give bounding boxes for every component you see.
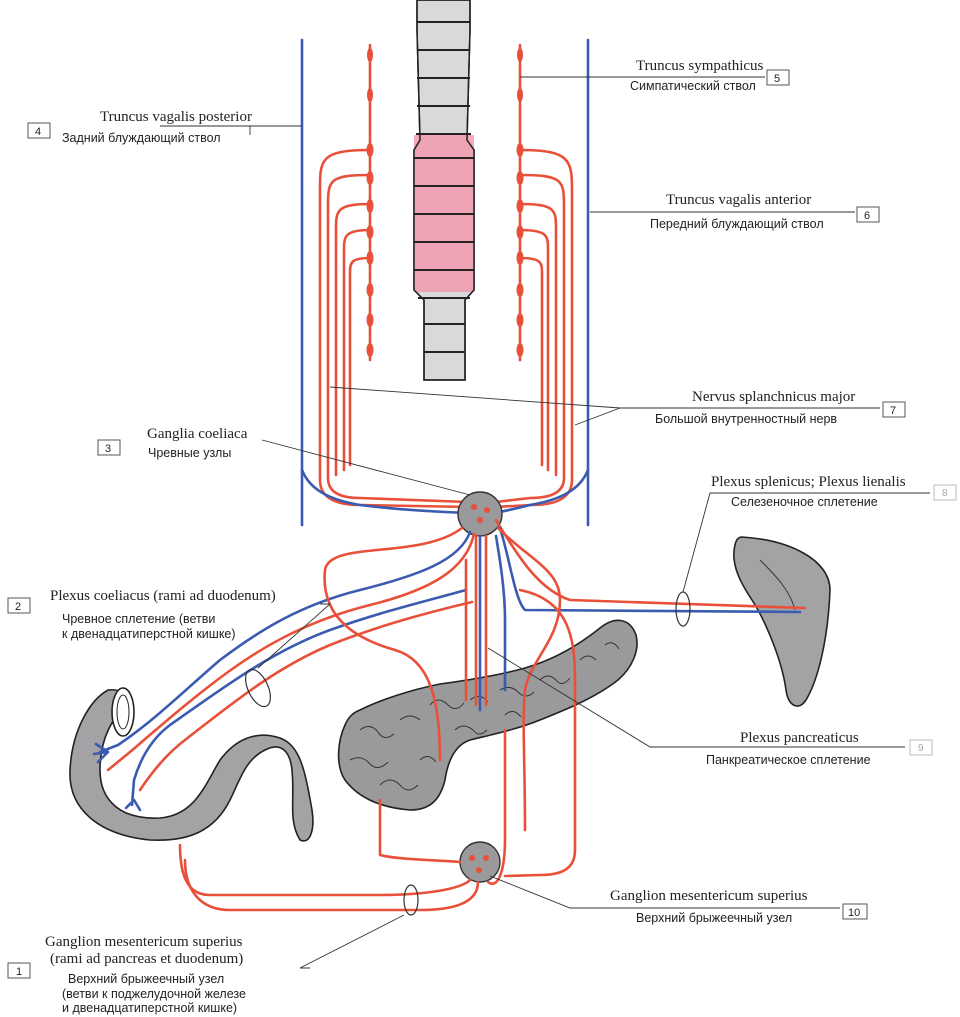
svg-text:Ganglia coeliaca: Ganglia coeliaca [147, 426, 248, 442]
svg-text:Селезеночное сплетение: Селезеночное сплетение [731, 495, 878, 509]
svg-text:Чревные узлы: Чревные узлы [148, 446, 231, 460]
svg-text:Truncus vagalis posterior: Truncus vagalis posterior [100, 109, 252, 125]
label-5: Truncus sympathicus Симпатический ствол … [630, 58, 789, 93]
spleen [734, 537, 830, 706]
svg-text:и двенадцатиперстной кишке): и двенадцатиперстной кишке) [62, 1001, 237, 1015]
svg-text:(rami ad pancreas et duodenum): (rami ad pancreas et duodenum) [50, 951, 243, 967]
svg-text:9: 9 [918, 743, 924, 754]
vertebral-column [414, 0, 474, 380]
label-2: 2 Plexus coeliacus (rami ad duodenum) Чр… [8, 588, 276, 641]
label-1: Ganglion mesentericum superius (rami ad … [8, 934, 246, 1015]
label-3: 3 Ganglia coeliaca Чревные узлы [98, 426, 248, 460]
svg-text:Plexus pancreaticus: Plexus pancreaticus [740, 730, 859, 746]
label-7: Nervus splanchnicus major Большой внутре… [655, 389, 905, 426]
duodenum [70, 690, 313, 841]
svg-text:Чревное сплетение (ветви: Чревное сплетение (ветви [62, 612, 215, 626]
svg-text:10: 10 [848, 907, 860, 919]
label-9: Plexus pancreaticus Панкреатическое спле… [706, 730, 932, 767]
svg-text:Ganglion mesentericum superius: Ganglion mesentericum superius [610, 888, 808, 904]
svg-text:Nervus splanchnicus major: Nervus splanchnicus major [692, 389, 855, 405]
label-8: Plexus splenicus; Plexus lienalis Селезе… [711, 474, 956, 509]
pancreas [339, 620, 637, 810]
label-10: Ganglion mesentericum superius Верхний б… [610, 888, 867, 925]
svg-text:4: 4 [35, 126, 41, 138]
svg-text:Truncus vagalis anterior: Truncus vagalis anterior [666, 192, 811, 208]
bundle-ring-spleen [676, 592, 690, 626]
svg-text:6: 6 [864, 210, 870, 222]
svg-text:1: 1 [16, 966, 22, 978]
svg-text:Верхний брыжеечный узел: Верхний брыжеечный узел [636, 911, 792, 925]
svg-text:Передний блуждающий ствол: Передний блуждающий ствол [650, 217, 824, 231]
svg-text:7: 7 [890, 405, 896, 417]
svg-text:Задний блуждающий ствол: Задний блуждающий ствол [62, 131, 221, 145]
leader-lines [160, 77, 930, 968]
svg-text:8: 8 [942, 488, 948, 499]
svg-text:2: 2 [15, 601, 21, 613]
svg-text:Ganglion mesentericum superius: Ganglion mesentericum superius [45, 934, 243, 950]
superior-mesenteric-ganglion [460, 842, 500, 882]
svg-text:Plexus coeliacus (rami ad duod: Plexus coeliacus (rami ad duodenum) [50, 588, 276, 604]
svg-text:Plexus splenicus; Plexus liena: Plexus splenicus; Plexus lienalis [711, 474, 906, 490]
svg-text:5: 5 [774, 73, 780, 85]
svg-text:Панкреатическое сплетение: Панкреатическое сплетение [706, 753, 871, 767]
svg-text:Большой внутренностный нерв: Большой внутренностный нерв [655, 412, 837, 426]
svg-text:Симпатический ствол: Симпатический ствол [630, 79, 756, 93]
label-4: 4 Truncus vagalis posterior Задний блужд… [28, 109, 252, 145]
svg-text:к двенадцатиперстной кишке): к двенадцатиперстной кишке) [62, 627, 236, 641]
svg-text:3: 3 [105, 443, 111, 455]
celiac-ganglion [458, 492, 502, 536]
svg-text:Верхний брыжеечный узел: Верхний брыжеечный узел [68, 972, 224, 986]
label-6: Truncus vagalis anterior Передний блужда… [650, 192, 879, 231]
svg-text:Truncus sympathicus: Truncus sympathicus [636, 58, 764, 74]
svg-text:(ветви к поджелудочной железе: (ветви к поджелудочной железе [62, 987, 246, 1001]
